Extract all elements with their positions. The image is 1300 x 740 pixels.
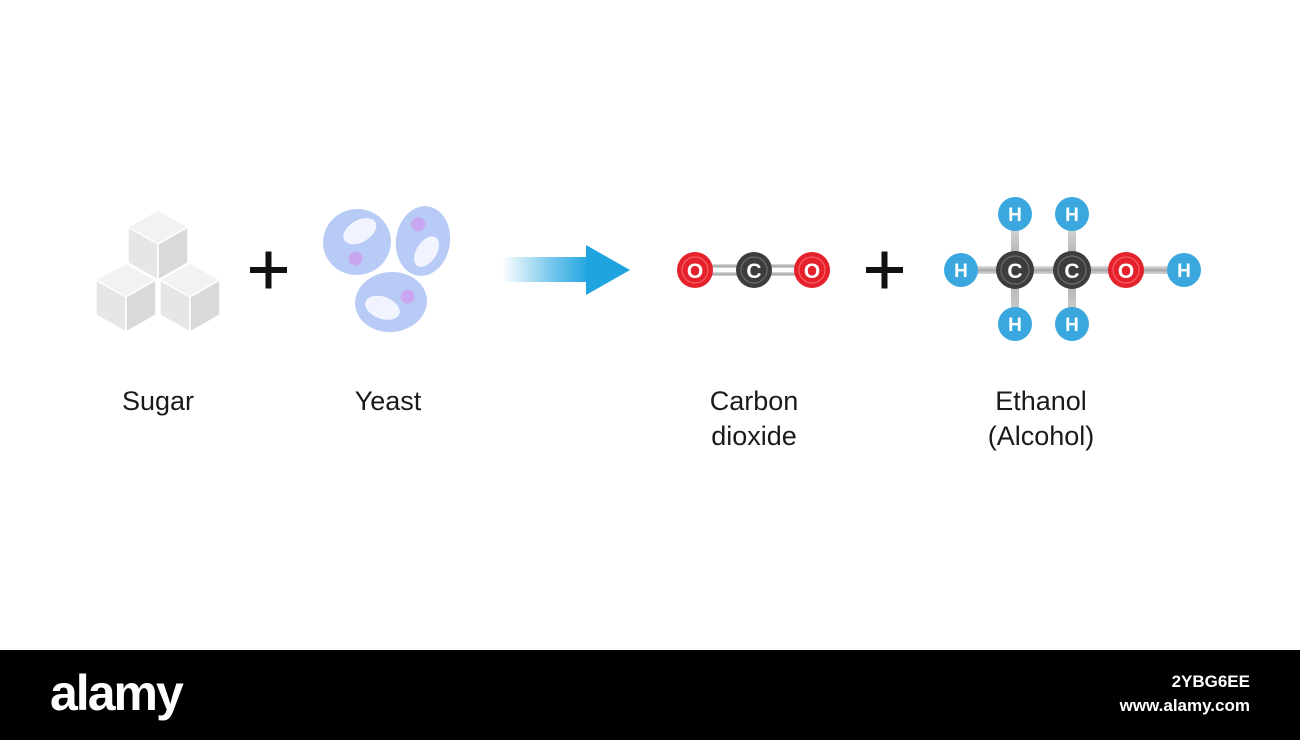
sugar-cube-left <box>94 262 158 334</box>
sugar-cube-top <box>126 209 190 282</box>
carbon-dioxide-label-line-2: dioxide <box>711 421 797 451</box>
ethanol-molecule: H H H H H H C C <box>944 197 1201 341</box>
sugar-cube-right <box>158 262 222 334</box>
ethanol-hydrogen-atom-bottom-2: H <box>1055 307 1089 341</box>
plus-sign-1 <box>250 251 287 289</box>
co2-oxygen-atom-left: O <box>677 252 713 288</box>
ethanol-hydrogen-atom-bottom-1: H <box>998 307 1032 341</box>
carbon-dioxide-label-line-1: Carbon <box>709 386 799 416</box>
brand-logo: alamy <box>50 665 184 721</box>
co2-carbon-atom: C <box>736 252 772 288</box>
ethanol-hydrogen-atom-top-2: H <box>1055 197 1089 231</box>
sugar-label: Sugar <box>121 386 195 416</box>
ethanol-oxygen-atom: O <box>1108 252 1144 288</box>
reaction-arrow <box>502 245 630 295</box>
plus-sign-2 <box>866 251 903 289</box>
sugar-cubes-icon <box>94 209 222 334</box>
atom-label-c: C <box>1007 260 1022 283</box>
atom-label-o: O <box>1118 260 1134 283</box>
atom-label-h: H <box>1065 205 1079 226</box>
atom-label-c: C <box>1064 260 1079 283</box>
ethanol-carbon-atom-1: C <box>996 251 1034 289</box>
yeast-cell-3 <box>355 271 427 333</box>
ethanol-hydrogen-atom-right: H <box>1167 253 1201 287</box>
atom-label-o: O <box>804 260 820 283</box>
ethanol-label-line-1: Ethanol <box>995 386 1087 416</box>
atom-label-h: H <box>1008 315 1022 336</box>
ethanol-hydrogen-atom-top-1: H <box>998 197 1032 231</box>
atom-label-c: C <box>746 260 761 283</box>
carbon-dioxide-label: Carbon dioxide <box>674 384 834 454</box>
ethanol-carbon-atom-2: C <box>1053 251 1091 289</box>
site-url: www.alamy.com <box>1119 696 1250 715</box>
ethanol-label: Ethanol (Alcohol) <box>956 384 1126 454</box>
yeast-cell-2 <box>395 206 451 276</box>
watermark-footer: alamy 2YBG6EE www.alamy.com <box>0 650 1300 740</box>
ethanol-hydrogen-atom-left: H <box>944 253 978 287</box>
atom-label-h: H <box>954 261 968 282</box>
yeast-cell-1 <box>323 208 391 276</box>
double-bond-c-o-right <box>768 264 798 276</box>
atom-label-o: O <box>687 260 703 283</box>
atom-label-h: H <box>1177 261 1191 282</box>
atom-label-h: H <box>1008 205 1022 226</box>
ethanol-label-line-2: (Alcohol) <box>987 421 1095 451</box>
carbon-dioxide-molecule: O C O <box>677 252 830 288</box>
atom-label-h: H <box>1065 315 1079 336</box>
yeast-label: Yeast <box>354 386 422 416</box>
image-id: 2YBG6EE <box>1171 672 1250 691</box>
co2-oxygen-atom-right: O <box>794 252 830 288</box>
fermentation-diagram: O C O H H <box>94 197 1201 341</box>
yeast-cells-icon <box>323 206 451 333</box>
double-bond-o-c-left <box>710 264 740 276</box>
